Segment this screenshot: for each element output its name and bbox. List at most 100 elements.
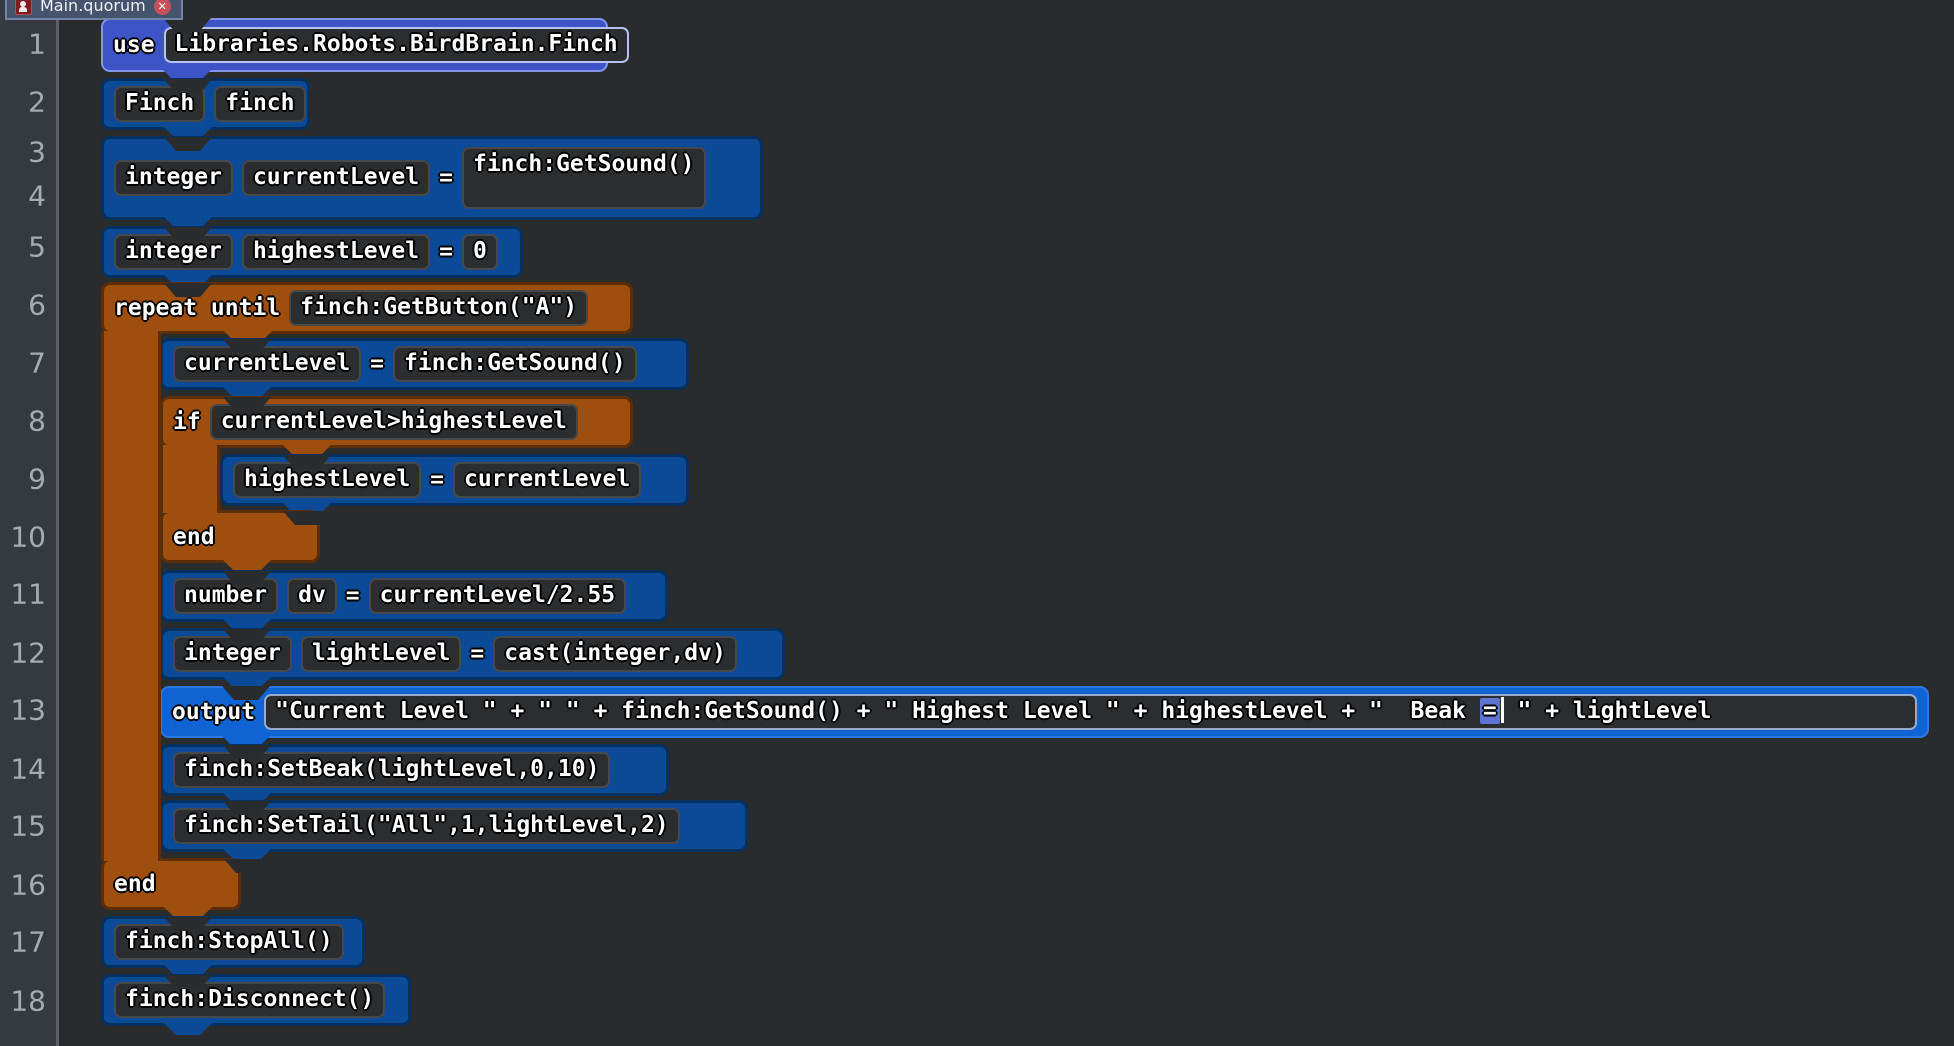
line-number: 8 xyxy=(28,404,46,438)
use-statement-field[interactable]: Libraries.Robots.BirdBrain.Finch xyxy=(163,27,629,63)
repeat-end-block[interactable]: end xyxy=(101,858,272,919)
connector-notch xyxy=(163,18,211,32)
text-caret xyxy=(1500,697,1504,723)
call-stopall-field[interactable]: finch:StopAll() xyxy=(114,924,344,960)
output-statement-keyword: output xyxy=(172,699,256,725)
repeat-until-header-block[interactable]: repeat until finch:GetButton("A") xyxy=(101,282,633,343)
line-number: 13 xyxy=(10,693,46,727)
declare-lightlevel-field[interactable]: cast(integer,dv) xyxy=(493,636,737,672)
connector-notch xyxy=(164,137,212,151)
if-end-block[interactable]: end xyxy=(160,510,331,572)
declare-dv-keyword: = xyxy=(345,583,360,609)
line-number: 17 xyxy=(10,925,46,959)
line-number: 16 xyxy=(10,868,46,902)
line-number: 1 xyxy=(28,27,46,61)
selected-text: = xyxy=(1479,698,1500,724)
line-number: 5 xyxy=(28,230,46,264)
line-number: 2 xyxy=(28,85,46,119)
tab-main-quorum[interactable]: Main.quorum ✕ xyxy=(5,0,183,20)
connector-notch xyxy=(164,917,212,931)
assign-highestlevel-field[interactable]: highestLevel xyxy=(233,462,422,498)
close-tab-icon[interactable]: ✕ xyxy=(153,0,171,15)
connector-bump xyxy=(164,1023,212,1035)
call-settail-field[interactable]: finch:SetTail("All",1,lightLevel,2) xyxy=(173,808,680,844)
line-number: 7 xyxy=(28,346,46,380)
if-body-bar xyxy=(160,445,220,513)
connector-bump xyxy=(223,560,271,572)
repeat-end-keyword: end xyxy=(114,871,156,897)
declare-lightlevel-keyword: = xyxy=(470,641,485,667)
declare-highestlevel-field[interactable]: highestLevel xyxy=(241,234,431,270)
output-text-pre: "Current Level " + " " + finch:GetSound(… xyxy=(275,698,1480,724)
connector-notch xyxy=(223,397,271,411)
connector-notch xyxy=(222,686,270,700)
if-header-keyword: if xyxy=(173,409,201,435)
if-header-block[interactable]: if currentLevel>highestLevel xyxy=(160,396,633,457)
call-stopall-block[interactable]: finch:StopAll() xyxy=(101,916,365,977)
if-header-field[interactable]: currentLevel>highestLevel xyxy=(209,404,578,440)
declare-dv-field[interactable]: currentLevel/2.55 xyxy=(368,578,627,614)
declare-highestlevel-keyword: = xyxy=(439,239,453,265)
assign-highestlevel-keyword: = xyxy=(430,467,445,493)
declare-finch-field[interactable]: finch xyxy=(214,86,306,122)
connector-notch xyxy=(224,859,272,873)
call-disconnect-block[interactable]: finch:Disconnect() xyxy=(101,974,411,1035)
line-number: 12 xyxy=(10,636,46,670)
repeat-body-bar xyxy=(101,331,161,861)
line-number: 11 xyxy=(10,577,46,611)
repeat-until-header-field[interactable]: finch:GetButton("A") xyxy=(289,290,589,326)
assign-highestlevel-field[interactable]: currentLevel xyxy=(453,462,642,498)
connector-notch xyxy=(223,745,271,759)
line-number: 15 xyxy=(10,809,46,843)
declare-dv-field[interactable]: dv xyxy=(287,578,337,614)
tab-title: Main.quorum xyxy=(40,0,146,15)
connector-notch xyxy=(164,975,212,989)
line-number: 3 xyxy=(28,135,46,169)
declare-currentlevel-field[interactable]: integer xyxy=(114,160,233,196)
connector-notch xyxy=(223,629,271,643)
if-end-keyword: end xyxy=(173,523,215,550)
assign-currentlevel-keyword: = xyxy=(370,351,385,377)
line-number: 10 xyxy=(10,520,46,554)
connector-notch xyxy=(164,227,212,241)
use-statement-keyword: use xyxy=(113,32,155,58)
connector-notch xyxy=(223,801,271,815)
declare-highestlevel-field[interactable]: 0 xyxy=(461,234,498,270)
connector-notch xyxy=(164,79,212,93)
declare-currentlevel-field[interactable]: finch:GetSound() xyxy=(461,147,706,209)
repeat-until-header-keyword: repeat until xyxy=(114,295,281,321)
assign-highestlevel-block[interactable]: highestLevel = currentLevel xyxy=(220,454,689,515)
output-statement-field[interactable]: "Current Level " + " " + finch:GetSound(… xyxy=(264,694,1917,730)
call-settail-block[interactable]: finch:SetTail("All",1,lightLevel,2) xyxy=(160,800,748,861)
declare-highestlevel-field[interactable]: integer xyxy=(114,234,233,270)
line-number: 4 xyxy=(28,179,46,213)
assign-currentlevel-field[interactable]: finch:GetSound() xyxy=(393,346,637,382)
line-number: 9 xyxy=(28,462,46,496)
declare-lightlevel-field[interactable]: integer xyxy=(173,636,292,672)
call-disconnect-field[interactable]: finch:Disconnect() xyxy=(114,982,386,1018)
quorum-file-icon xyxy=(15,0,32,15)
output-statement-block[interactable]: output "Current Level " + " " + finch:Get… xyxy=(160,686,1929,748)
declare-lightlevel-field[interactable]: lightLevel xyxy=(300,636,462,672)
editor-tab-bar: Main.quorum ✕ xyxy=(0,0,1954,20)
assign-currentlevel-field[interactable]: currentLevel xyxy=(173,346,362,382)
declare-dv-field[interactable]: number xyxy=(173,578,279,614)
connector-notch xyxy=(283,455,331,469)
output-text-post: " + lightLevel xyxy=(1503,698,1712,724)
line-number: 6 xyxy=(28,288,46,322)
connector-notch xyxy=(283,511,331,525)
declare-currentlevel-keyword: = xyxy=(439,165,453,191)
declare-currentlevel-field[interactable]: currentLevel xyxy=(241,160,431,196)
connector-notch xyxy=(164,283,212,297)
use-statement-block[interactable]: use Libraries.Robots.BirdBrain.Finch xyxy=(101,18,629,82)
call-setbeak-block[interactable]: finch:SetBeak(lightLevel,0,10) xyxy=(160,744,669,805)
line-number: 18 xyxy=(10,984,46,1018)
assign-currentlevel-block[interactable]: currentLevel = finch:GetSound() xyxy=(160,338,689,399)
